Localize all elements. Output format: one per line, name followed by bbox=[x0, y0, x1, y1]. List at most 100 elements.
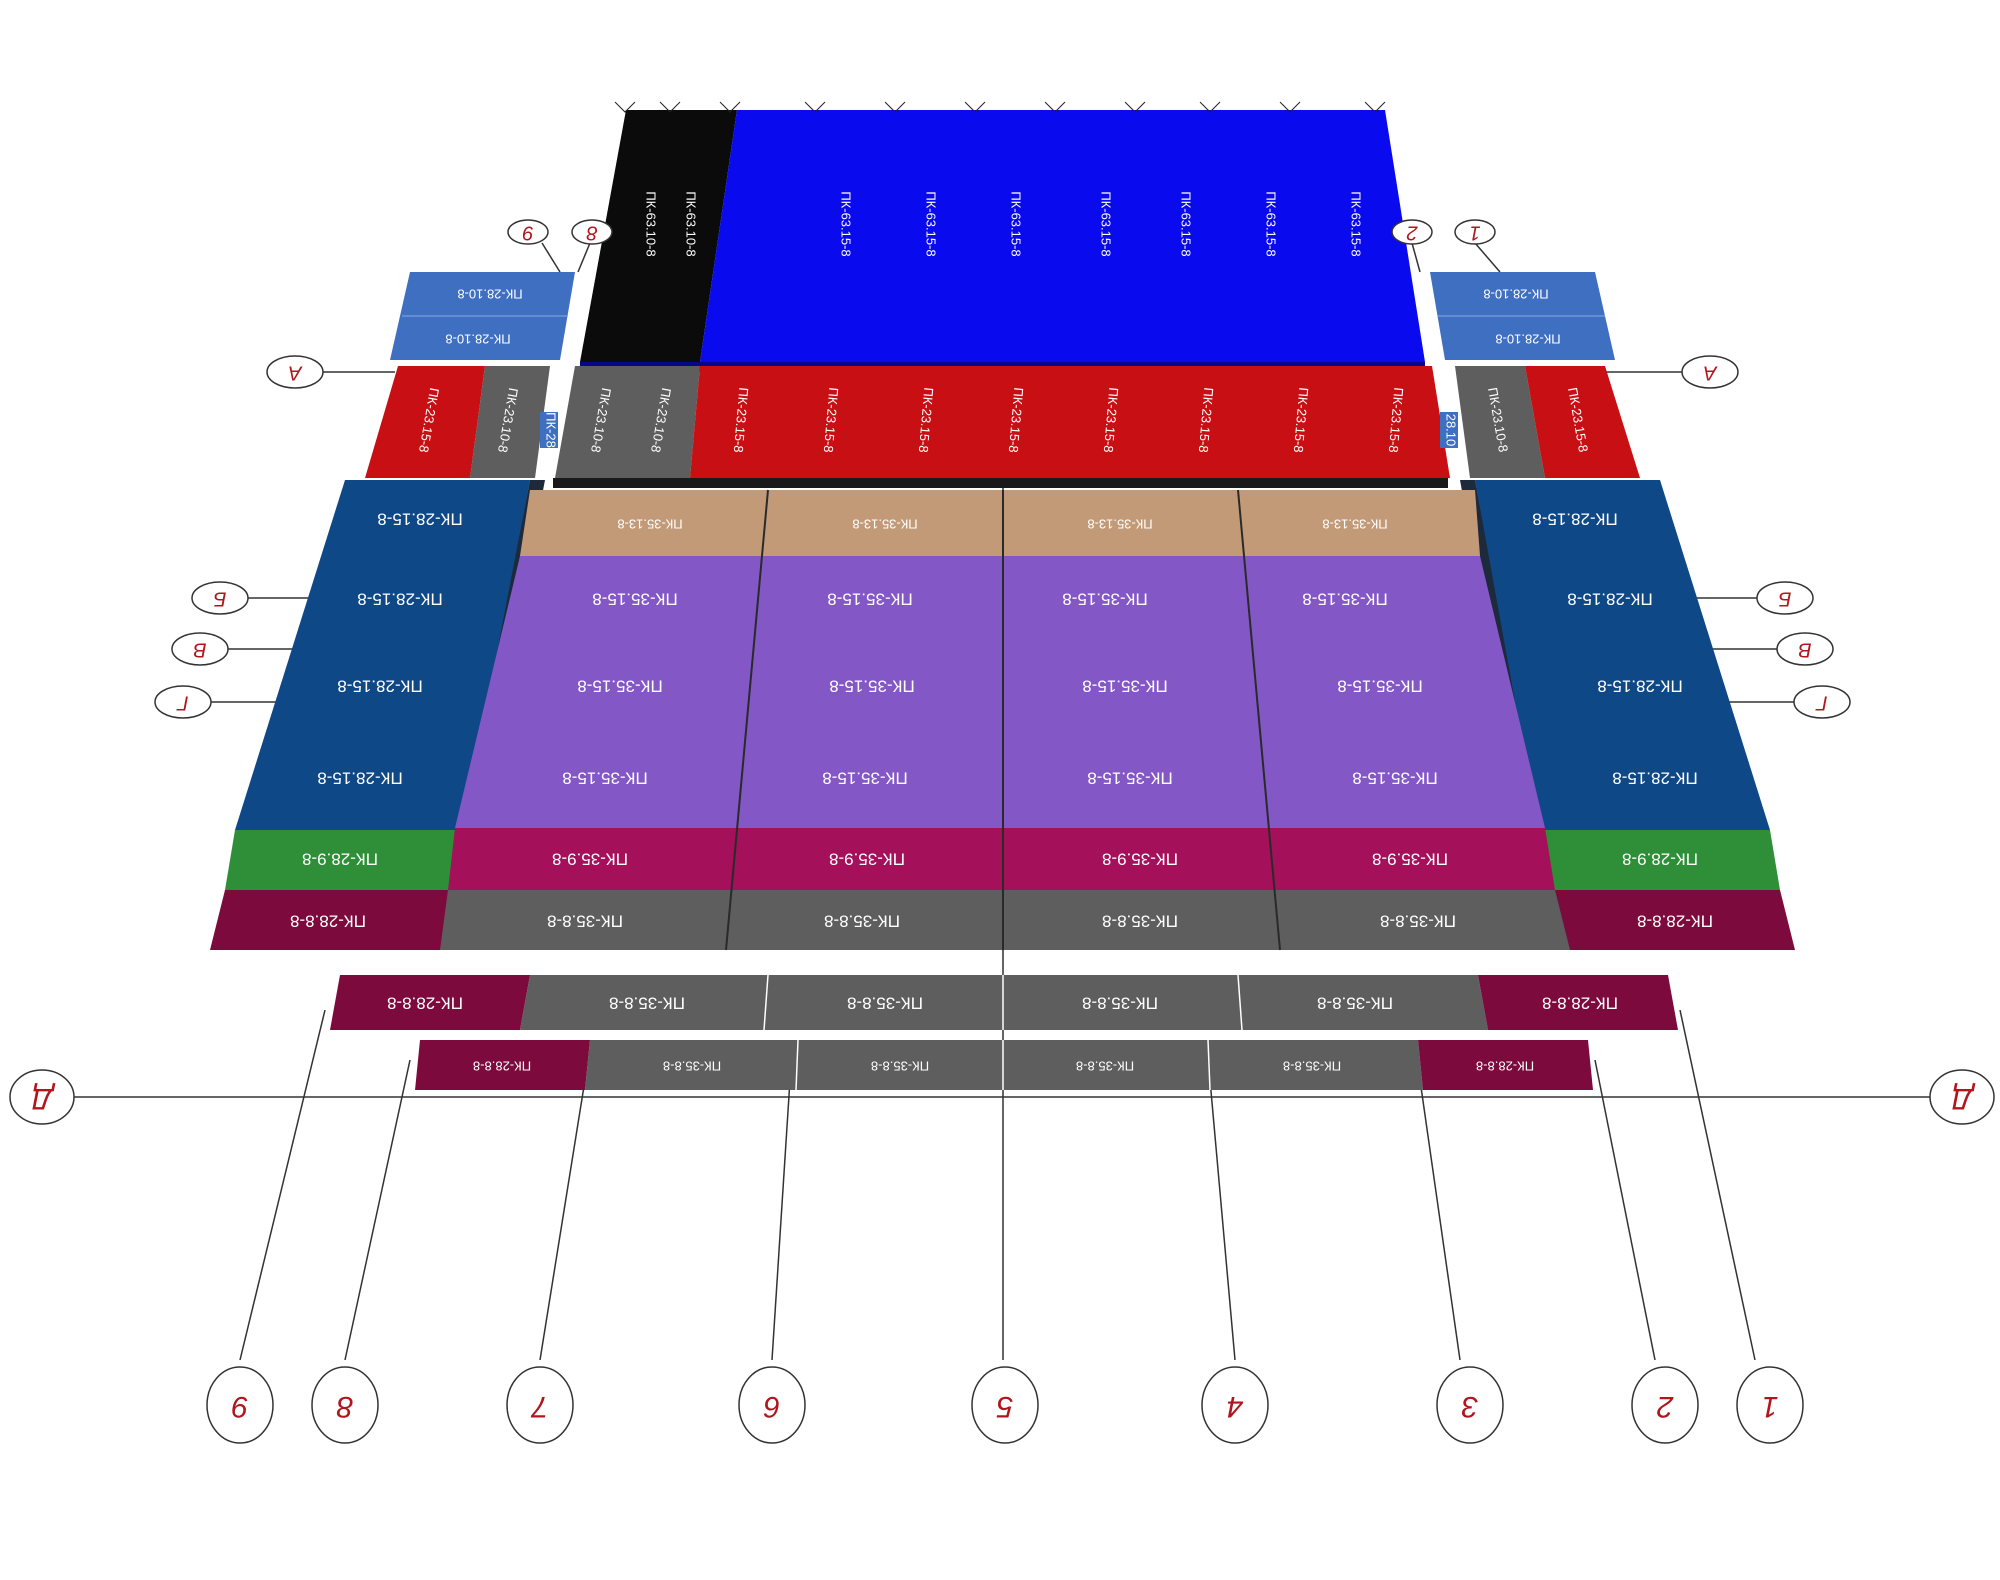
row-axis-marker-a-left-label: А bbox=[288, 362, 302, 384]
light-blue-slab-label: ПК-28.10-8 bbox=[1483, 287, 1548, 302]
navy-slab-label: ПК-28.15-8 bbox=[317, 769, 402, 788]
row-axis-marker-g-left: Г bbox=[154, 685, 212, 719]
top-marker-9-label: 9 bbox=[522, 222, 533, 244]
top-marker-8-label: 8 bbox=[586, 222, 597, 244]
red-slab-label: ПК-23.15-8 bbox=[1291, 387, 1312, 453]
red-slab-label: ПК-23.15-8 bbox=[1196, 387, 1217, 453]
black-slab-area bbox=[580, 110, 737, 362]
top-marker-2: 2 bbox=[1391, 219, 1433, 245]
row-axis-marker-d-left-label: Д bbox=[31, 1082, 55, 1115]
purple-slab-label: ПК-35.15-8 bbox=[1062, 590, 1147, 609]
navy-slab-label: ПК-28.15-8 bbox=[377, 510, 462, 529]
blue-slab-label: ПК-63.15-8 bbox=[839, 191, 854, 256]
column-axis-marker-6-circle bbox=[738, 1366, 806, 1444]
axis-line-4 bbox=[1209, 1079, 1236, 1361]
hidden-small-slab-right bbox=[1440, 412, 1458, 448]
gray-35-slab-label: ПК-35.8-8 bbox=[824, 912, 900, 931]
gray-slab-left bbox=[470, 366, 550, 478]
hidden-small-slab-label: ПК-28 bbox=[544, 412, 559, 448]
purple-slab-label: ПК-35.15-8 bbox=[827, 590, 912, 609]
light-blue-slab-label: ПК-28.10-8 bbox=[445, 332, 510, 347]
tan-slab-label: ПК-35.13-8 bbox=[852, 517, 917, 532]
tan-slab-label: ПК-35.13-8 bbox=[1087, 517, 1152, 532]
top-marker-9-circle bbox=[507, 219, 549, 245]
row-axis-marker-g-right: Г bbox=[1793, 685, 1851, 719]
top-marker-2-label: 2 bbox=[1406, 222, 1418, 244]
row-axis-marker-a-right-circle bbox=[1681, 355, 1739, 389]
top-marker-1: 1 bbox=[1454, 219, 1496, 245]
light-blue-slab-label: ПК-28.10-8 bbox=[457, 287, 522, 302]
gray-35-slab-label: ПК-35.8-8 bbox=[1380, 912, 1456, 931]
lower-gray-slab-label: ПК-35.8-8 bbox=[1076, 1059, 1134, 1074]
top-marker-1-circle bbox=[1454, 219, 1496, 245]
column-axis-marker-3: 3 bbox=[1436, 1366, 1504, 1444]
row-axis-marker-v-right-label: В bbox=[1798, 639, 1811, 661]
grid-lines bbox=[68, 242, 1940, 1361]
tan-slab-label: ПК-35.13-8 bbox=[1322, 517, 1387, 532]
column-axis-marker-7-label: 7 bbox=[530, 1390, 548, 1423]
navy-slab-label: ПК-28.15-8 bbox=[1567, 590, 1652, 609]
second-row-edge bbox=[553, 478, 1448, 488]
magenta-slab-label: ПК-35.9-8 bbox=[1372, 850, 1448, 869]
top-slab-block bbox=[580, 101, 1425, 372]
lower-gray-row-1 bbox=[520, 975, 1488, 1030]
column-axis-marker-5: 5 bbox=[971, 1366, 1039, 1444]
blue-slab-label: ПК-63.15-8 bbox=[1009, 191, 1024, 256]
axis-line-9-top bbox=[541, 242, 561, 273]
navy-slab-label: ПК-28.15-8 bbox=[1532, 510, 1617, 529]
axis-line-8-top bbox=[577, 242, 591, 273]
row-axis-marker-b-left: Б bbox=[191, 581, 249, 615]
purple-slab-label: ПК-35.15-8 bbox=[1082, 677, 1167, 696]
row-axis-marker-g-left-circle bbox=[154, 685, 212, 719]
lower-maroon-right-1 bbox=[1478, 975, 1678, 1030]
row-axis-marker-b-right: Б bbox=[1756, 581, 1814, 615]
purple-slab-label: ПК-35.15-8 bbox=[829, 677, 914, 696]
column-axis-marker-7: 7 bbox=[506, 1366, 574, 1444]
lower-rows bbox=[330, 974, 1678, 1091]
lower-gray-slab-label: ПК-35.8-8 bbox=[847, 994, 923, 1013]
row-axis-marker-v-left-circle bbox=[171, 632, 229, 666]
lower-maroon-slab-label: ПК-28.8-8 bbox=[1476, 1059, 1534, 1074]
red-slab-label: ПК-23.15-8 bbox=[821, 387, 842, 453]
blue-slab-area bbox=[700, 110, 1425, 362]
maroon-slab-right bbox=[1545, 890, 1795, 950]
row-axis-marker-a-right-label: А bbox=[1703, 362, 1717, 384]
column-axis-marker-1-label: 1 bbox=[1762, 1390, 1779, 1423]
row-axis-marker-g-right-label: Г bbox=[1814, 692, 1827, 714]
red-slab-label: ПК-23.15-8 bbox=[916, 387, 937, 453]
purple-slab-label: ПК-35.15-8 bbox=[1337, 677, 1422, 696]
column-axis-marker-4-circle bbox=[1201, 1366, 1269, 1444]
column-axis-marker-2: 2 bbox=[1631, 1366, 1699, 1444]
column-axis-marker-4-label: 4 bbox=[1227, 1390, 1244, 1423]
tan-slab-label: ПК-35.13-8 bbox=[617, 517, 682, 532]
top-marker-8: 8 bbox=[571, 219, 613, 245]
navy-slab-label: ПК-28.15-8 bbox=[337, 677, 422, 696]
lower-maroon-slab-label: ПК-28.8-8 bbox=[1542, 994, 1618, 1013]
axis-line-6 bbox=[771, 1079, 791, 1361]
lower-gray-slab-label: ПК-35.8-8 bbox=[1317, 994, 1393, 1013]
column-axis-marker-8-label: 8 bbox=[336, 1390, 353, 1423]
column-axis-marker-6: 6 bbox=[738, 1366, 806, 1444]
second-slab-row bbox=[365, 366, 1640, 488]
hidden-small-slab-label: 28.10 bbox=[1444, 414, 1459, 447]
central-block bbox=[440, 489, 1570, 951]
red-slab-label: ПК-23.15-8 bbox=[1386, 387, 1407, 453]
lower-maroon-slab-label: ПК-28.8-8 bbox=[473, 1059, 531, 1074]
column-axis-marker-7-circle bbox=[506, 1366, 574, 1444]
column-axis-marker-1: 1 bbox=[1736, 1366, 1804, 1444]
gray-35-slab-label: ПК-35.8-8 bbox=[547, 912, 623, 931]
top-marker-2-circle bbox=[1391, 219, 1433, 245]
column-axis-marker-2-circle bbox=[1631, 1366, 1699, 1444]
top-ticks bbox=[614, 101, 1386, 113]
column-axis-marker-3-circle bbox=[1436, 1366, 1504, 1444]
green-slab-left bbox=[225, 830, 465, 890]
hidden-small-slab-left bbox=[540, 412, 558, 448]
top-marker-8-circle bbox=[571, 219, 613, 245]
row-axis-marker-v-left-label: В bbox=[193, 639, 206, 661]
lower-maroon-left-1 bbox=[330, 975, 530, 1030]
purple-slab-label: ПК-35.15-8 bbox=[592, 590, 677, 609]
blue-slab-label: ПК-63.15-8 bbox=[924, 191, 939, 256]
navy-slab-label: ПК-28.15-8 bbox=[1612, 769, 1697, 788]
gray-35-slab-row bbox=[440, 890, 1570, 950]
